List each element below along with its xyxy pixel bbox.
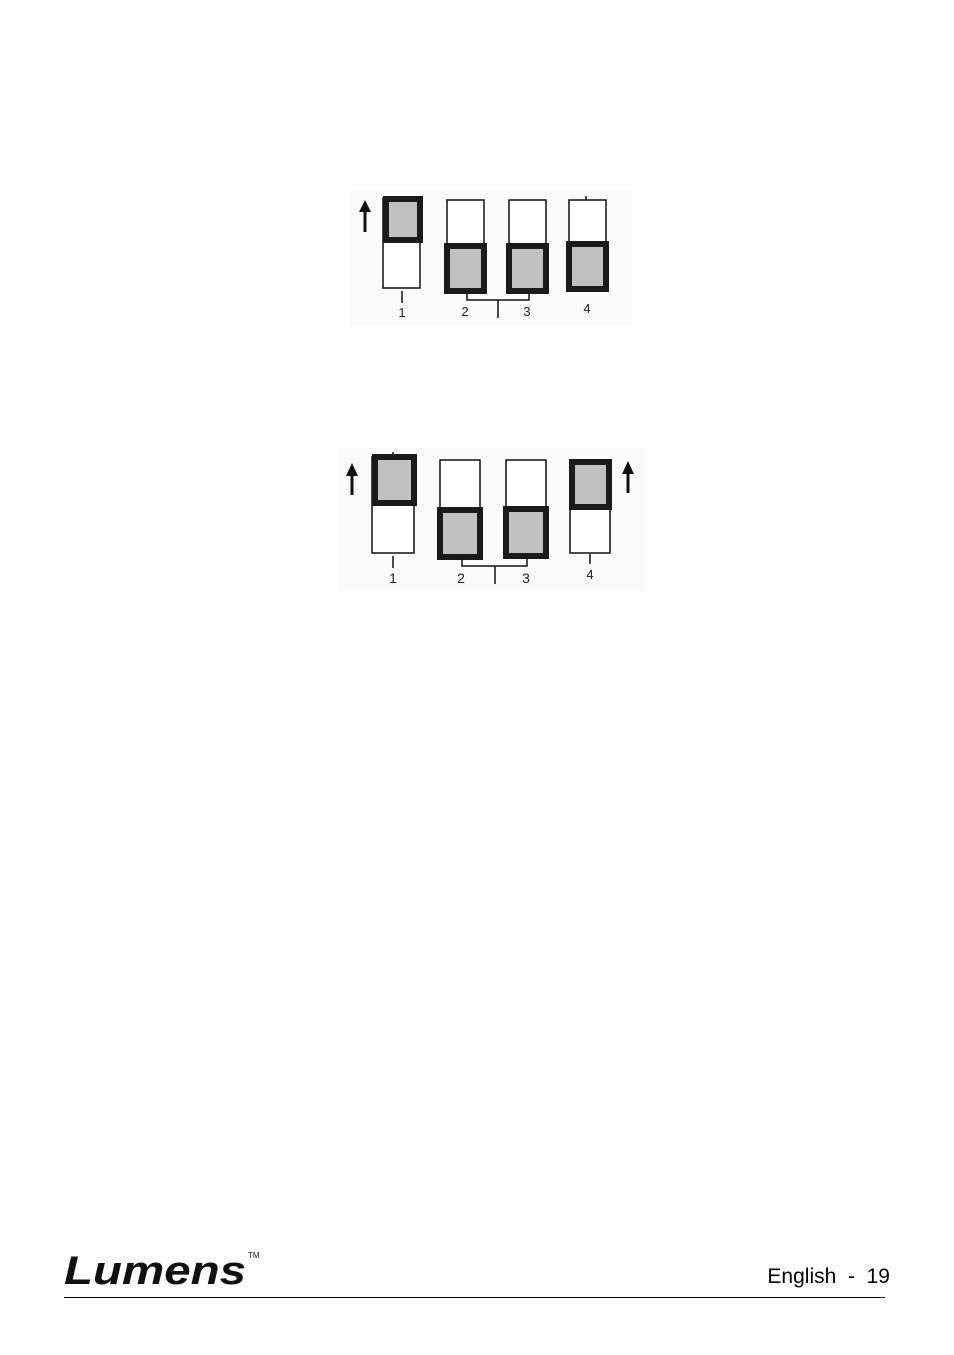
switch-2-3-bracket <box>467 293 529 318</box>
up-arrow-icon <box>346 463 358 495</box>
switch-number-label: 3 <box>523 304 530 319</box>
dip-switch-4 <box>570 460 610 564</box>
dip-switch-figure-1: 1 2 3 4 <box>350 190 632 326</box>
switch-number-label: 4 <box>586 567 593 582</box>
switch-number-label: 3 <box>522 570 530 586</box>
dip-switch-1 <box>372 452 414 568</box>
page-number: English - 19 <box>767 1265 890 1289</box>
up-arrow-icon <box>359 200 371 232</box>
dip-switch-2 <box>440 460 480 557</box>
dip-switch-3 <box>506 460 546 556</box>
switch-number-label: 2 <box>457 570 465 586</box>
switch-number-label: 4 <box>583 301 590 316</box>
switch-number-label: 2 <box>461 304 468 319</box>
switch-number-label: 1 <box>398 305 405 320</box>
dip-switch-figure-2: 1 2 3 4 <box>338 448 644 591</box>
dip-switch-1 <box>383 198 420 303</box>
switch-number-label: 1 <box>389 570 397 586</box>
dip-switch-3 <box>509 200 546 291</box>
lumens-logo: Lumens TM <box>64 1248 264 1290</box>
switch-2-3-bracket <box>462 558 527 584</box>
dip-switch-4 <box>569 196 606 290</box>
dip-switch-2 <box>447 200 484 291</box>
trademark-mark: TM <box>248 1251 260 1260</box>
footer-divider <box>64 1297 885 1298</box>
brand-name: Lumens <box>64 1249 246 1290</box>
up-arrow-icon <box>622 461 634 493</box>
